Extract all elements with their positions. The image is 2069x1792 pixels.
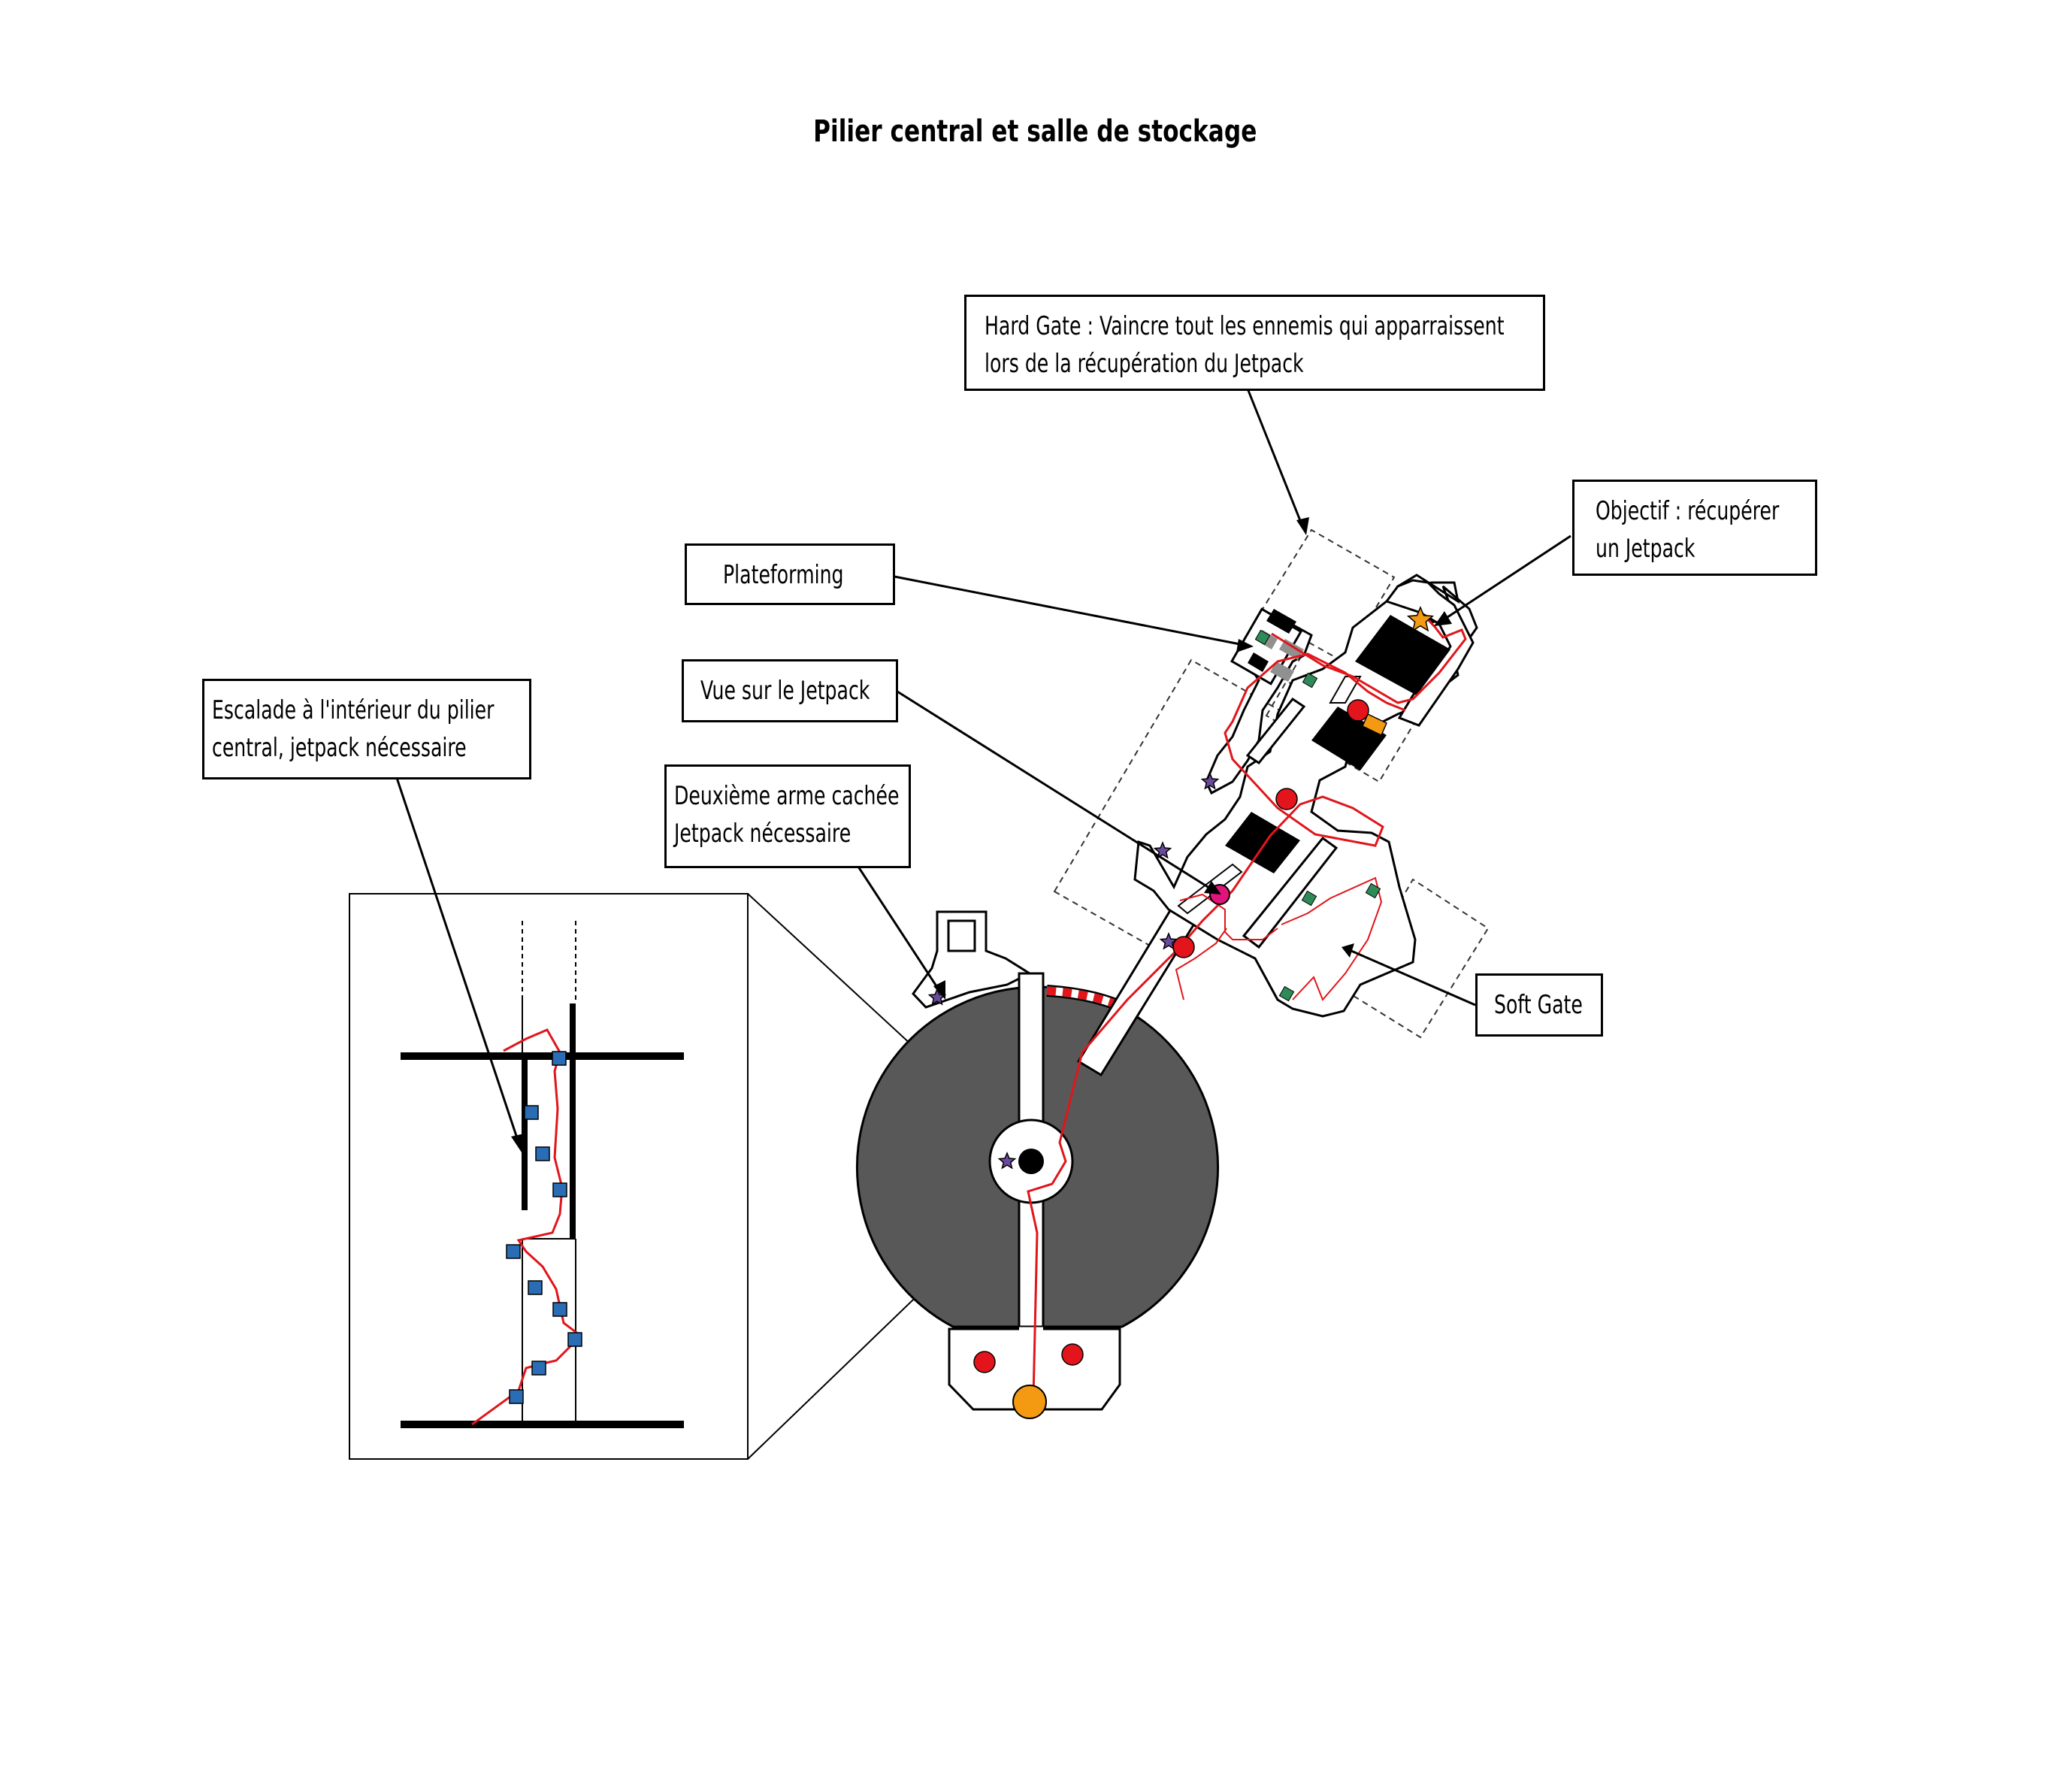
green-diamond-icon [1302, 672, 1318, 689]
inner-wall-1 [1329, 676, 1362, 704]
arrow-deuxieme-arme [857, 866, 941, 991]
platform-block-5 [1270, 661, 1294, 682]
stripe-hazard-3 [1225, 812, 1300, 873]
arrow-vue-jetpack [897, 690, 1212, 891]
blue-square-icon [535, 1146, 550, 1161]
vue-jetpack-line-1: Vue sur le Jetpack [700, 676, 870, 706]
arrowhead-soft-gate [1342, 943, 1354, 958]
arrowhead-deuxieme-arme [933, 980, 945, 1000]
page-title: Pilier central et salle de stockage [813, 114, 1257, 149]
storage-wing [1027, 528, 1490, 1399]
map-icons [927, 606, 1435, 1419]
green-diamond-icon [1301, 890, 1317, 907]
green-diamond-icon [1254, 629, 1271, 646]
arrowhead-escalade [511, 1134, 525, 1152]
orange-circle-icon [1012, 1385, 1047, 1419]
arrow-soft-gate [1351, 949, 1476, 1006]
purple-star-icon [1153, 841, 1172, 859]
escalade-line-1: Escalade à l'intérieur du pilier [212, 695, 495, 725]
blue-square-icon [552, 1182, 567, 1197]
inner-wall-2 [1245, 697, 1306, 765]
arrow-objectif [1442, 534, 1571, 622]
callout-arrows [395, 388, 1571, 1152]
blue-square-icon [552, 1051, 567, 1066]
orange-star-icon [1406, 606, 1435, 632]
escalade-line-2: central, jetpack nécessaire [212, 733, 467, 763]
purple-star-icon [1159, 932, 1178, 950]
callout-soft-gate: Soft Gate [1475, 973, 1603, 1037]
stripe-hazard-2 [1311, 707, 1387, 770]
hard-gate-line-2: lors de la récupération du Jetpack [985, 349, 1304, 379]
blue-square-icon [506, 1244, 521, 1259]
green-diamond-icon [1365, 882, 1381, 899]
plateforming-line-1: Plateforming [723, 560, 844, 590]
objectif-line-1: Objectif : récupérer [1596, 496, 1780, 526]
blue-square-icon [531, 1361, 546, 1376]
platform-block-4 [1248, 652, 1269, 672]
inner-ledge [499, 1053, 528, 1210]
locked-door-icon [1362, 713, 1387, 737]
red-circle-icon [1275, 788, 1298, 810]
green-diamond-icon [1278, 985, 1295, 1002]
callout-vue-jetpack: Vue sur le Jetpack [682, 659, 898, 722]
arrow-escalade [395, 777, 520, 1143]
arrowhead-vue-jetpack [1204, 881, 1221, 894]
inner-wall-long [1242, 836, 1338, 949]
callout-plateforming: Plateforming [685, 543, 895, 605]
arrowhead-objectif [1434, 611, 1452, 626]
purple-star-icon [997, 1152, 1017, 1170]
blue-square-icon [552, 1302, 567, 1317]
callout-escalade: Escalade à l'intérieur du pilier central,… [202, 679, 531, 779]
pillar-core [1018, 1149, 1044, 1174]
objective-chamber [1384, 579, 1475, 727]
callout-objectif: Objectif : récupérer un Jetpack [1572, 480, 1817, 576]
purple-star-icon [1200, 772, 1220, 790]
main-route [1027, 652, 1406, 1399]
arrowhead-plateforming [1236, 639, 1254, 652]
side-route-2 [1175, 928, 1227, 1000]
platform-block-3 [1279, 639, 1304, 660]
red-circle-icon [973, 1351, 996, 1373]
soft-gate-line-1: Soft Gate [1494, 990, 1583, 1020]
hard-gate-line-1: Hard Gate : Vaincre tout les ennemis qui… [985, 311, 1505, 341]
zoom-frame [349, 893, 749, 1460]
arrow-hard-gate [1246, 388, 1304, 527]
alcove-inner [947, 919, 976, 952]
zoom-inset [349, 893, 1034, 1460]
arrowhead-hard-gate [1296, 517, 1309, 535]
platform-block-1 [1266, 609, 1296, 634]
blue-square-icon [509, 1389, 524, 1404]
red-circle-icon [1347, 699, 1369, 722]
soft-gate-route [1281, 876, 1383, 1001]
red-circle-icon [1061, 1343, 1084, 1366]
stripe-hazard-1 [1355, 615, 1450, 695]
climb-holds [506, 1051, 582, 1404]
central-area [856, 910, 1219, 1411]
callout-hard-gate: Hard Gate : Vaincre tout les ennemis qui… [964, 295, 1545, 391]
side-route-1 [1179, 893, 1278, 940]
blue-square-icon [524, 1105, 539, 1120]
objective-route [1271, 616, 1467, 704]
blue-square-icon [528, 1280, 543, 1295]
deuxieme-arme-line-1: Deuxième arme cachée [674, 781, 900, 811]
blue-square-icon [567, 1332, 582, 1347]
deuxieme-arme-line-2: Jetpack nécessaire [674, 819, 851, 849]
arrow-plateforming [894, 575, 1245, 646]
objectif-line-2: un Jetpack [1596, 534, 1695, 564]
